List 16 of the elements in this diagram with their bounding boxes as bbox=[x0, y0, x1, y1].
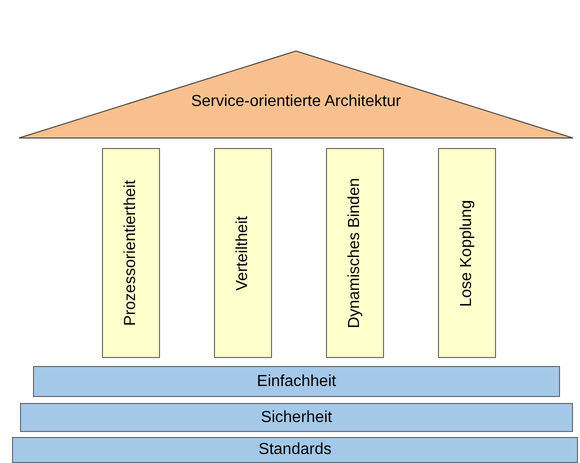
pillar-label: Verteiltheit bbox=[234, 216, 252, 290]
pillar-label: Lose Kopplung bbox=[458, 200, 476, 306]
pillar bbox=[326, 148, 384, 358]
foundation-step bbox=[12, 437, 578, 463]
pillar bbox=[438, 148, 496, 358]
pillar-label: Prozessorientiertheit bbox=[122, 180, 140, 326]
pillar bbox=[214, 148, 272, 358]
foundation-step bbox=[33, 366, 560, 397]
pillar bbox=[102, 148, 160, 358]
step-label: Standards bbox=[258, 441, 332, 459]
foundation-step bbox=[20, 403, 573, 432]
pillar-label: Dynamisches Binden bbox=[346, 178, 364, 328]
roof-triangle bbox=[18, 50, 574, 139]
step-label: Einfachheit bbox=[256, 372, 336, 390]
roof-label: Service-orientierte Architektur bbox=[191, 93, 401, 111]
step-label: Sicherheit bbox=[260, 408, 332, 426]
